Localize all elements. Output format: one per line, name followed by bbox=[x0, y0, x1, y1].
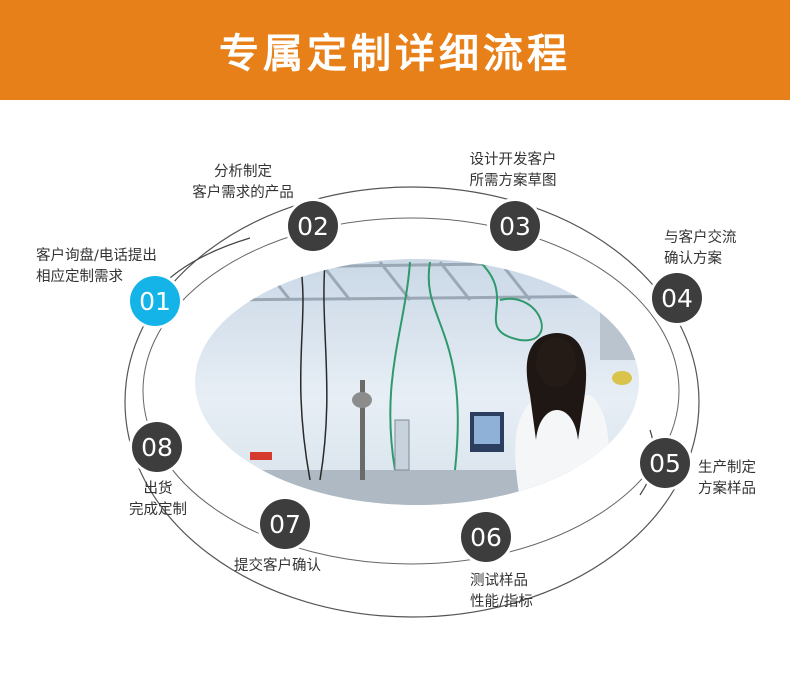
step-08-label: 出货完成定制 bbox=[129, 481, 187, 518]
step-06-circle: 06 bbox=[461, 512, 511, 562]
step-05-label: 生产制定方案样品 bbox=[698, 460, 756, 497]
step-01-label: 客户询盘/电话提出相应定制需求 bbox=[36, 248, 157, 285]
step-03-circle: 03 bbox=[490, 201, 540, 251]
step-05-circle: 05 bbox=[640, 438, 690, 488]
step-02-label: 分析制定客户需求的产品 bbox=[192, 164, 294, 201]
step-08-circle: 08 bbox=[132, 422, 182, 472]
step-06-label: 测试样品性能/指标 bbox=[470, 573, 533, 610]
header-banner: 专属定制详细流程 bbox=[0, 0, 790, 100]
step-04-label: 与客户交流确认方案 bbox=[664, 230, 737, 267]
inner-ring bbox=[142, 217, 680, 565]
outer-ring bbox=[124, 186, 700, 618]
step-04-circle: 04 bbox=[652, 273, 702, 323]
lab-photo bbox=[195, 259, 639, 505]
step-07-circle: 07 bbox=[260, 499, 310, 549]
step-02-circle: 02 bbox=[288, 201, 338, 251]
step-07-label: 提交客户确认 bbox=[234, 558, 321, 574]
step-03-label: 设计开发客户所需方案草图 bbox=[469, 152, 557, 189]
page-title: 专属定制详细流程 bbox=[219, 31, 571, 77]
step-01-circle: 01 bbox=[130, 276, 180, 326]
